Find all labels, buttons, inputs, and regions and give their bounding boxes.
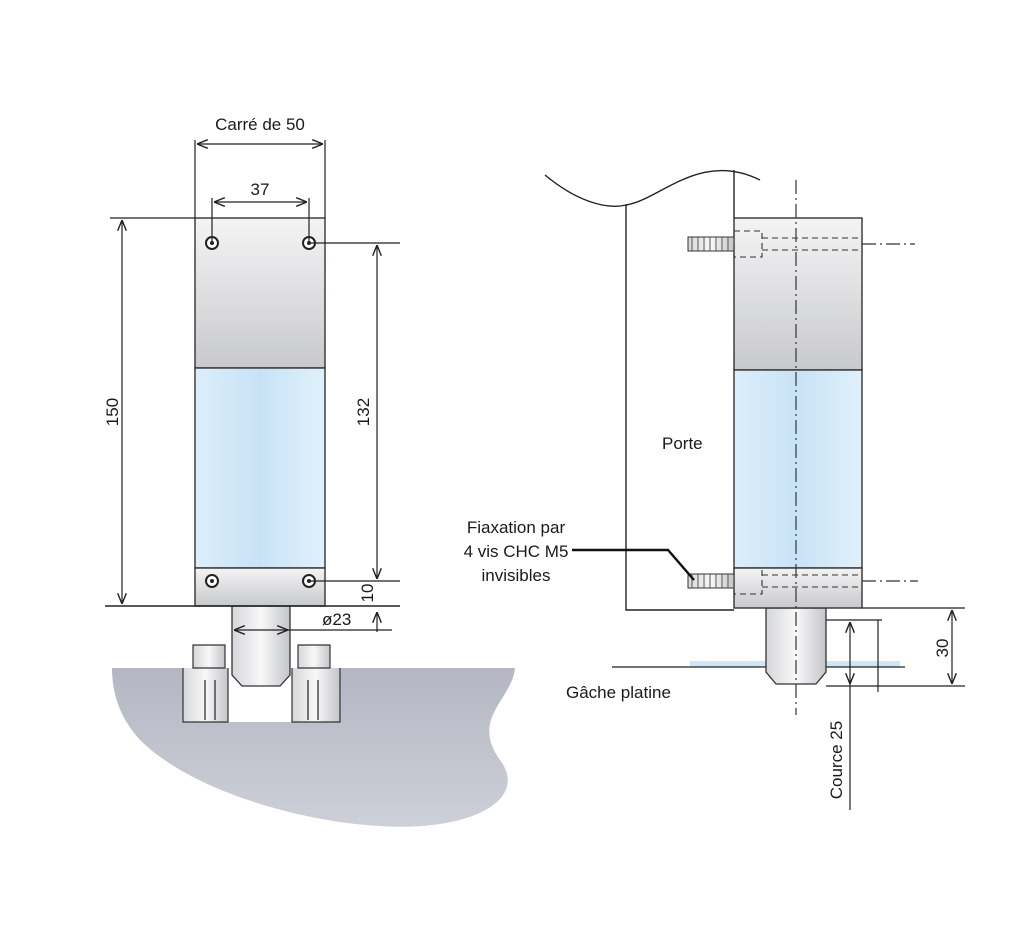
dim-square-label: Carré de 50 <box>215 115 305 134</box>
lock-body-side-top <box>733 217 863 371</box>
fixing-label-line1: Fiaxation par <box>467 518 566 537</box>
right-view: Porte Gâche platine <box>464 169 965 810</box>
dim-pin-length-label: 30 <box>933 639 952 658</box>
fixing-label-line2: 4 vis CHC M5 <box>464 542 569 561</box>
lock-body-bottom <box>194 567 326 607</box>
dim-bottom-offset-label: 10 <box>358 584 377 603</box>
lock-body-window <box>194 367 326 569</box>
fixing-leader <box>572 548 695 581</box>
dim-hole-height-label: 132 <box>354 398 373 426</box>
fixing-label-line3: invisibles <box>482 566 551 585</box>
dim-total-height-label: 150 <box>103 398 122 426</box>
dim-travel-label: Cource 25 <box>827 721 846 799</box>
screw-bottom <box>687 567 918 595</box>
door-label: Porte <box>662 434 703 453</box>
locking-pin <box>231 605 291 687</box>
floor-socket <box>182 644 341 723</box>
door-panel <box>544 174 734 611</box>
lock-body-side-window <box>733 369 863 569</box>
left-view: Carré de 50 37 150 132 10 ø23 <box>103 115 515 827</box>
strike-plate-label: Gâche platine <box>566 683 671 702</box>
dim-hole-spacing-label: 37 <box>251 180 270 199</box>
dim-pin-diameter-label: ø23 <box>322 610 351 629</box>
screw-top <box>687 230 915 258</box>
lock-body-side-bottom <box>733 567 863 609</box>
